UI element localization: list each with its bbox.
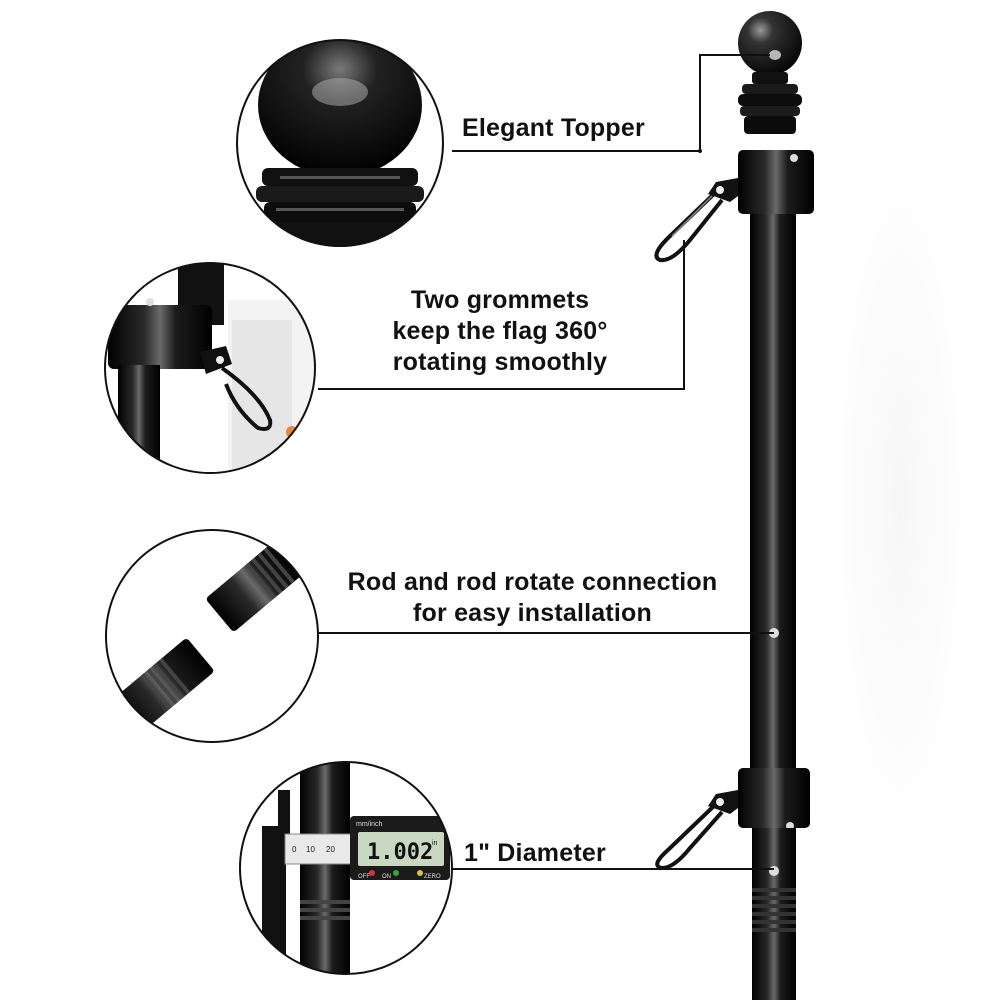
button-zero: ZERO	[424, 874, 441, 880]
top-carabiner	[654, 190, 724, 263]
bottom-carabiner	[655, 802, 724, 871]
units-label: mm/inch	[356, 821, 383, 828]
button-on: ON	[382, 874, 391, 880]
grommets-line	[318, 240, 685, 390]
thread-ridges	[752, 888, 796, 932]
pole-shaft	[750, 214, 796, 770]
pole-topper-ball	[738, 11, 802, 75]
topper-detail-circle	[236, 39, 444, 247]
caliper-scale: 0 10 20	[284, 833, 354, 865]
callout-grommets: Two grommets keep the flag 360° rotating…	[392, 286, 608, 376]
flag-pole	[654, 11, 814, 1000]
callout-lines	[318, 54, 774, 870]
topper-line	[452, 54, 770, 152]
connection-detail-circle	[105, 529, 319, 743]
button-off: OFF	[358, 874, 370, 880]
bottom-sleeve	[738, 768, 810, 828]
grommet-detail-circle	[104, 262, 316, 474]
scale-mark-20: 20	[326, 845, 335, 854]
caliper-detail-circle: 0 10 20 mm/inch 1.002 in OFF ON ZERO	[239, 761, 453, 975]
lcd-screen	[358, 832, 444, 866]
scale-mark-0: 0	[292, 845, 297, 854]
lcd-reading: 1.002	[367, 840, 433, 865]
scale-mark-10: 10	[306, 845, 315, 854]
caliper-display-body: mm/inch 1.002 in OFF ON ZERO	[350, 816, 450, 880]
callout-diameter: 1" Diameter	[464, 839, 606, 867]
lcd-unit: in	[432, 840, 438, 847]
background-shadow	[800, 0, 1000, 1000]
caliper-rod-threads	[300, 900, 350, 920]
top-sleeve	[738, 150, 814, 214]
callout-rod-connection: Rod and rod rotate connection for easy i…	[347, 568, 718, 627]
callout-elegant-topper: Elegant Topper	[462, 114, 645, 142]
